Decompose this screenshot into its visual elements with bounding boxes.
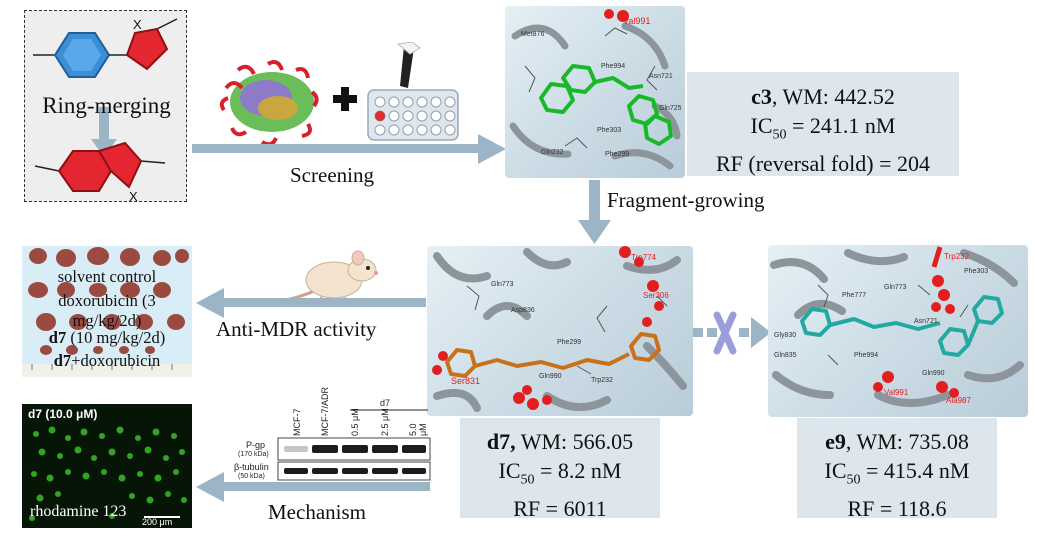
residue-val991: Val991 — [623, 16, 650, 26]
residue-gly830: Gly830 — [774, 332, 796, 339]
anti-mdr-arrowhead — [196, 288, 224, 318]
tumor-photo-panel: solvent control doxorubicin (3 mg/kg/2d)… — [22, 246, 192, 377]
well-plate-icon — [367, 42, 459, 141]
residue-val991: Val991 — [884, 388, 909, 397]
tumor-label-combo: d7+doxorubicin — [22, 351, 192, 371]
residue-ala987: Ala987 — [946, 396, 971, 405]
protein-library-icon — [219, 60, 319, 146]
residue-asp836: Asp836 — [511, 307, 535, 314]
d7-wm: WM: 566.05 — [515, 429, 634, 454]
c3-ic50-prefix: IC — [750, 113, 773, 138]
tumor-label-combo-bold: d7 — [53, 351, 72, 370]
svg-text:X: X — [129, 189, 138, 203]
svg-text:X: X — [133, 17, 142, 32]
fluorescence-stain-label: rhodamine 123 — [30, 503, 127, 520]
wb-weight-pgp: (170 kDa) — [238, 451, 269, 458]
wb-protein-pgp: P-gp — [246, 440, 266, 450]
screening-label: Screening — [290, 163, 374, 187]
residue-phe299: Phe299 — [605, 151, 629, 158]
c3-info-box: c3, WM: 442.52 IC50 = 241.1 nM RF (rever… — [687, 72, 959, 176]
fluorescence-title: d7 (10.0 μM) — [28, 407, 98, 421]
residue-phe303: Phe303 — [964, 268, 988, 275]
wb-lane-1: MCF-7 — [292, 408, 302, 437]
tumor-label-d7: d7 (10 mg/kg/2d) — [22, 328, 192, 348]
d7-name: d7, — [486, 429, 516, 454]
tumor-label-doxorubicin: doxorubicin (3 mg/kg/2d) — [58, 291, 156, 330]
anti-mdr-label: Anti-MDR activity — [216, 317, 377, 341]
western-blot: d7 MCF-7 MCF-7/ADR 0.5 μM 2.5 μM 5.0 μM … — [232, 387, 432, 488]
tumor-label-d7-bold: d7 — [48, 328, 67, 347]
residue-gln773: Gln773 — [884, 284, 907, 291]
wb-protein-tubulin: β-tubulin — [234, 462, 269, 472]
ring-merging-panel: X X Ring-merging — [24, 10, 187, 203]
c3-ic50-sub: 50 — [772, 127, 787, 143]
mechanism-arrow-shaft — [222, 482, 430, 491]
mechanism-arrowhead — [196, 472, 224, 502]
wb-lane-2: MCF-7/ADR — [320, 387, 330, 436]
fragment-growing-label: Fragment-growing — [607, 188, 765, 212]
c3-rf: RF (reversal fold) = 204 — [715, 151, 931, 177]
d7-ic50-sub: 50 — [520, 472, 535, 488]
residue-asn721: Asn721 — [914, 318, 938, 325]
fluorescence-image: d7 (10.0 μM) rhodamine 123 200 μm — [22, 404, 192, 528]
plus-sign-vertical — [341, 87, 349, 111]
blocked-arrow — [693, 311, 771, 355]
e9-wm: , WM: 735.08 — [845, 429, 969, 454]
residue-gln835: Gln835 — [774, 352, 797, 359]
e9-ic50-prefix: IC — [824, 458, 847, 483]
mechanism-label: Mechanism — [268, 500, 366, 524]
screening-arrowhead — [478, 134, 506, 164]
wb-lane-5: 5.0 μM — [408, 423, 428, 436]
fluorescence-scale-label: 200 μm — [142, 517, 173, 527]
residue-trp774: Trp774 — [631, 253, 657, 262]
fragment-growing-arrowhead — [578, 220, 611, 244]
c3-docking-pose: Met876 Val991 Phe994 Asn721 Phe303 Gln72… — [505, 6, 685, 178]
residue-gln773: Gln773 — [491, 281, 514, 288]
wb-lane-3: 0.5 μM — [350, 408, 360, 436]
tumor-label-d7-rest: (10 mg/kg/2d) — [66, 328, 166, 347]
tumor-label-solvent: solvent control — [57, 267, 157, 286]
residue-gln232: Gln232 — [541, 149, 564, 156]
e9-name: e9 — [825, 429, 846, 454]
residue-gln725: Gln725 — [659, 105, 682, 112]
residue-gln990: Gln990 — [922, 370, 945, 377]
wb-weight-tubulin: (50 kDa) — [238, 473, 265, 480]
e9-ic50-sub: 50 — [846, 472, 861, 488]
c3-ic50: = 241.1 nM — [786, 113, 896, 138]
e9-ic50: = 415.4 nM — [860, 458, 970, 483]
residue-phe994: Phe994 — [601, 63, 625, 70]
ring-merging-label: Ring-merging — [42, 93, 171, 118]
d7-docking-pose: Trp774 Ser306 Ser831 Gln773 Phe299 Gln99… — [427, 246, 693, 416]
residue-gln990: Gln990 — [539, 373, 562, 380]
residue-ser831: Ser831 — [451, 376, 480, 386]
residue-asn721: Asn721 — [649, 73, 673, 80]
residue-phe299: Phe299 — [557, 339, 581, 346]
fused-ring-five — [97, 141, 143, 189]
mouse-icon — [285, 250, 378, 305]
residue-phe303: Phe303 — [597, 127, 621, 134]
residue-phe994: Phe994 — [854, 352, 878, 359]
d7-info-box: d7, WM: 566.05 IC50 = 8.2 nM RF = 6011 — [460, 418, 660, 521]
c3-wm: , WM: 442.52 — [771, 84, 895, 109]
residue-trp232: Trp232 — [591, 377, 613, 384]
five-membered-ring — [125, 27, 169, 71]
e9-rf: RF = 118.6 — [847, 496, 947, 522]
residue-phe777: Phe777 — [842, 292, 866, 299]
c3-name: c3 — [751, 84, 772, 109]
wb-lane-4: 2.5 μM — [380, 408, 390, 436]
residue-trp232: Trp232 — [944, 252, 970, 261]
screening-arrow-shaft — [192, 144, 482, 153]
residue-ser306: Ser306 — [643, 291, 669, 300]
tumor-label-combo-rest: +doxorubicin — [71, 351, 161, 370]
e9-info-box: e9, WM: 735.08 IC50 = 415.4 nM RF = 118.… — [797, 418, 997, 521]
residue-met876: Met876 — [521, 31, 544, 38]
d7-rf: RF = 6011 — [513, 496, 607, 522]
e9-docking-pose: Trp232 Val991 Ala987 Phe777 Gln773 Phe30… — [768, 245, 1028, 417]
d7-ic50: = 8.2 nM — [534, 458, 622, 483]
wb-group-label: d7 — [380, 398, 391, 408]
d7-ic50-prefix: IC — [498, 458, 521, 483]
anti-mdr-arrow-shaft — [222, 298, 426, 307]
ring-merging-scheme: X X — [33, 17, 178, 203]
fragment-growing-arrow-shaft — [589, 180, 600, 222]
